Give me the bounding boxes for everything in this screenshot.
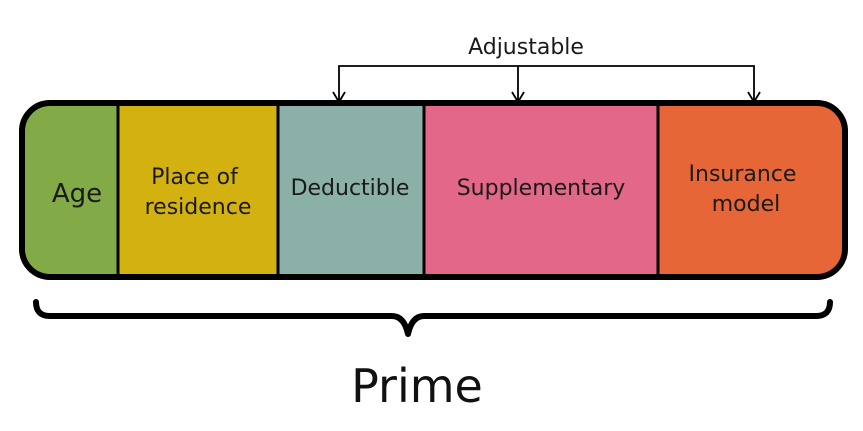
segment-supplementary	[424, 103, 658, 277]
segment-insurance-model	[658, 103, 845, 277]
segment-age	[22, 103, 118, 277]
segment-deductible-label: Deductible	[291, 176, 410, 201]
segment-insurance-model-label: Insurance model	[689, 162, 804, 217]
segment-place-of-residence-label: Place of residence	[145, 165, 252, 220]
segment-place-of-residence	[118, 103, 278, 277]
segment-age-label: Age	[52, 179, 102, 209]
adjustable-bracket-line	[338, 65, 755, 102]
segment-dividers	[116, 103, 660, 277]
segment-deductible	[278, 103, 424, 277]
segment-bar-outline	[19, 100, 848, 280]
segment-supplementary-label: Supplementary	[457, 176, 626, 201]
adjustable-bracket	[332, 65, 761, 104]
prime-label: Prime	[351, 359, 483, 413]
curly-brace-icon	[33, 299, 833, 337]
segment-bar	[22, 103, 845, 277]
adjustable-label: Adjustable	[468, 35, 584, 60]
